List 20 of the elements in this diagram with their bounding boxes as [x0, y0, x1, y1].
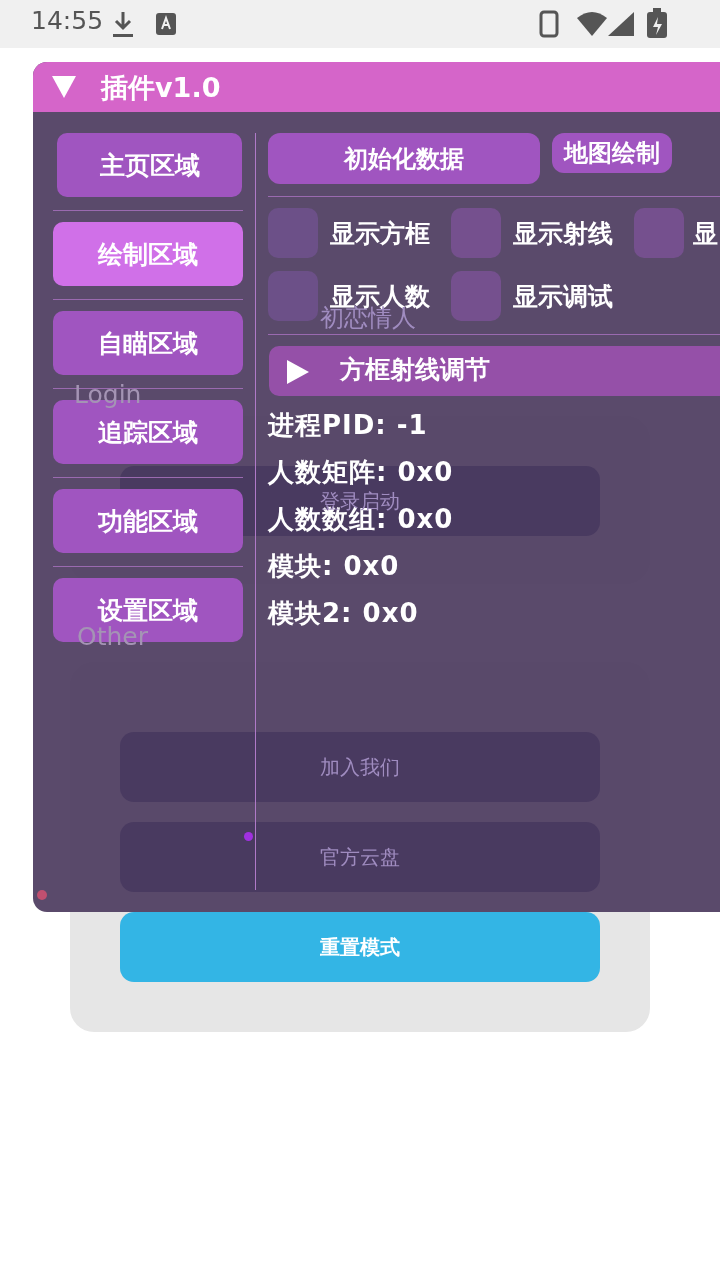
menu-panel — [33, 62, 720, 912]
checkbox-label: 显示射线 — [513, 216, 633, 252]
checkbox-label: 显 — [693, 216, 720, 252]
info-text: 进程PID: -1 — [268, 409, 428, 442]
clock-text: 14:55 — [31, 6, 104, 35]
tab-button: 功能区域 — [53, 489, 243, 553]
button: 重置模式 — [120, 912, 600, 982]
collapsible-bar — [269, 346, 720, 396]
button: 地图绘制 — [552, 133, 672, 173]
title-text: 插件v1.0 — [101, 71, 221, 105]
tab-button: 自瞄区域 — [53, 311, 243, 375]
button: 初始化数据 — [268, 133, 540, 184]
tab-button: 主页区域 — [57, 133, 242, 197]
section-title: 方框射线调节 — [340, 354, 490, 386]
checkbox-label: 显示方框 — [330, 216, 450, 252]
info-text: 模块2: 0x0 — [268, 597, 419, 630]
info-text: 人数矩阵: 0x0 — [268, 456, 454, 489]
info-text: 模块: 0x0 — [268, 550, 400, 583]
checkbox-label: 显示调试 — [513, 279, 633, 315]
tab-button: 绘制区域 — [53, 222, 243, 286]
